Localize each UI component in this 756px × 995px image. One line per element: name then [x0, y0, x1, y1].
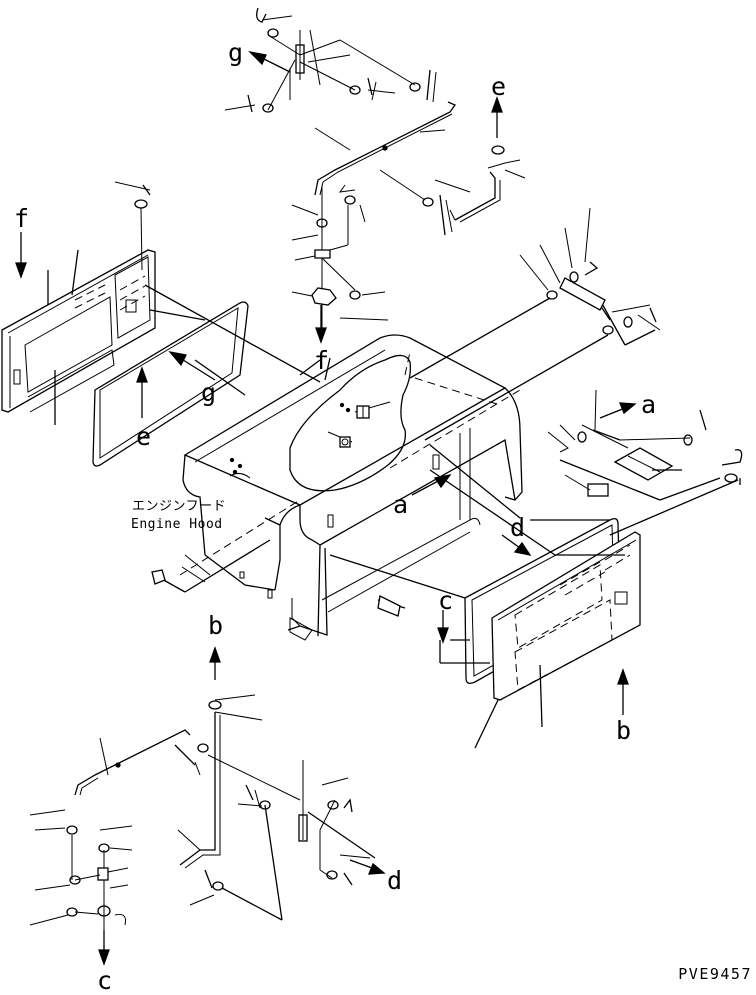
part-name-english: Engine Hood [131, 517, 223, 532]
callout-c-lower: c [97, 966, 113, 995]
direction-arrows [15, 50, 637, 966]
callout-g-upper: g [228, 38, 244, 67]
callout-g-panel: g [201, 378, 217, 407]
upper-stay-rod-assembly [224, 7, 526, 330]
callout-b-right: b [616, 716, 632, 745]
right-pin-assembly [519, 207, 743, 483]
drawing-code: PVE9457 [678, 965, 752, 983]
callout-e-panel: e [136, 422, 152, 451]
left-seal-frame [92, 301, 249, 467]
panel-leader-lines [47, 249, 543, 749]
hood-side-bracket [151, 569, 166, 585]
callout-d-lower: d [387, 866, 403, 895]
callout-c-panel: c [438, 586, 454, 615]
left-door-panel [1, 249, 156, 413]
engine-hood [179, 334, 523, 641]
callout-a-right: a [641, 390, 657, 419]
leader-lines [144, 284, 741, 664]
callout-d-panel: d [510, 513, 526, 542]
hood-bolts [327, 401, 406, 617]
callout-e-upper: e [491, 72, 507, 101]
lower-stay-rod-assembly [29, 694, 376, 945]
left-panel-pin [114, 181, 151, 271]
callout-f-center: f [314, 346, 330, 375]
callout-a-hood: a [393, 490, 409, 519]
hinge-plate [564, 424, 674, 497]
part-name-japanese: エンジンフード [132, 499, 227, 514]
callout-f-left: f [14, 204, 30, 233]
callout-b-lower: b [208, 611, 224, 640]
right-door-panel [491, 531, 641, 701]
